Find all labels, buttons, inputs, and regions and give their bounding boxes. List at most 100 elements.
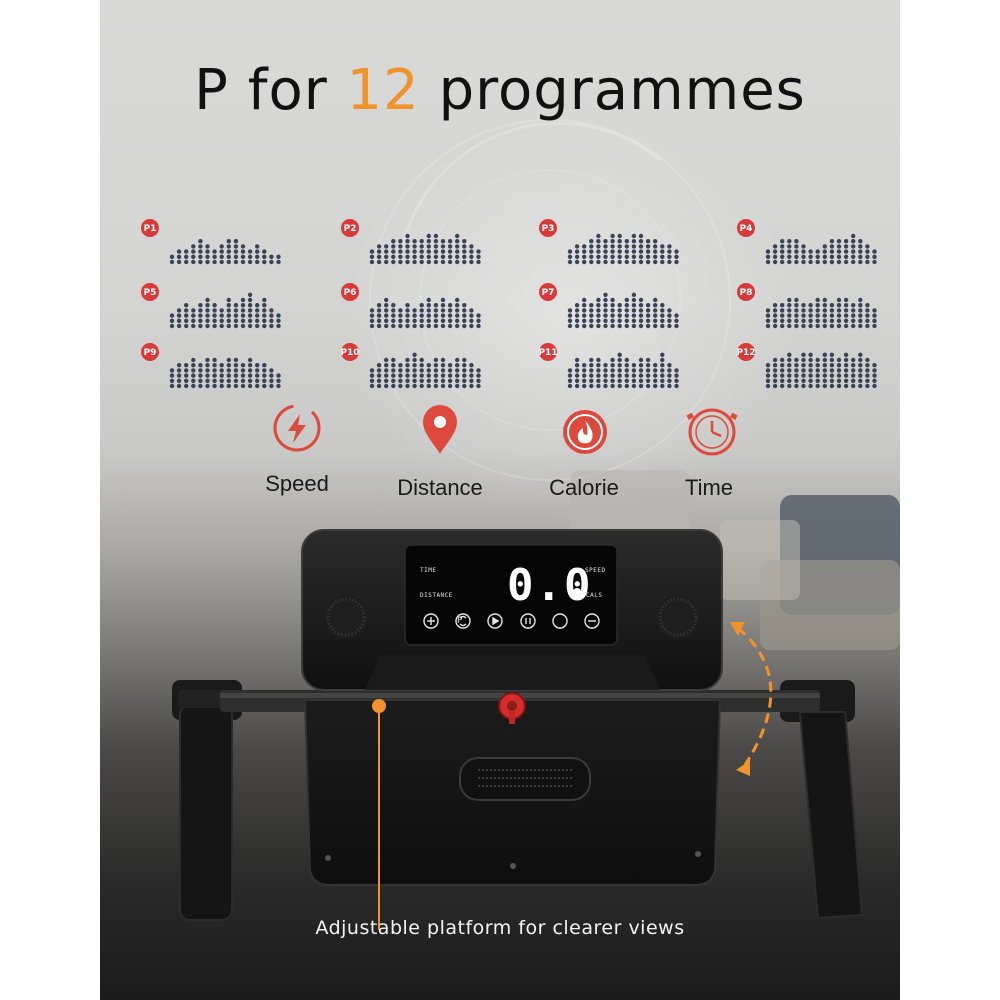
program-dot [405,357,410,363]
program-dot [836,259,842,265]
program-dot [596,239,601,244]
program-dot [469,318,474,323]
program-dot [808,373,813,378]
program-dot [610,249,615,254]
headline-suffix: programmes [419,58,806,123]
start-button[interactable] [487,613,503,629]
program-dot [801,363,806,368]
program-dot [858,259,863,265]
program-dot [843,259,849,265]
minus-button[interactable] [584,613,600,629]
program-dot [624,239,629,244]
lcd-label-speed: SPEED [585,567,606,574]
program-dot [184,249,189,254]
program-dot [419,318,424,323]
program-dot [255,318,260,323]
program-dot [405,318,410,323]
program-dot [872,368,877,373]
program-dot [851,308,856,313]
program-badge-label: P8 [740,288,753,298]
program-dot [822,378,827,383]
program-dot [384,313,389,318]
program-dot [829,318,835,323]
program-dot [398,383,403,389]
program-dot [419,373,424,378]
program-dot [419,244,424,249]
program-dot [398,308,403,313]
program-dot [582,383,587,389]
program-dot [212,363,217,368]
program-dot [255,303,260,308]
program-dot [476,254,481,259]
program-dot [240,259,246,265]
program-dot [801,368,806,373]
program-dot [645,383,651,389]
program-dot [822,373,827,378]
program-dot [631,303,637,308]
program-dot [787,357,792,363]
program-dot [440,259,446,265]
program-dot [765,368,771,373]
program-dot [398,244,403,249]
right-margin [900,0,1000,1000]
program-badge-label: P11 [538,348,557,358]
program-dot [233,378,239,383]
program-dot [405,233,410,239]
program-dot [440,357,446,363]
program-dot [369,249,375,254]
program-dot [419,254,424,259]
program-dot [772,323,778,329]
program-dot [624,313,629,318]
program-dot [772,244,778,249]
pause-button[interactable] [520,613,536,629]
program-dot [226,303,231,308]
program-dot [617,373,622,378]
program-dot [589,308,594,313]
plus-button[interactable] [423,613,439,629]
program-dot [638,357,644,363]
program-dot [262,368,267,373]
program-dot [455,303,460,308]
program-dot [772,373,778,378]
program-button[interactable] [552,613,568,629]
program-dot [574,357,580,363]
program-dot [247,373,253,378]
program-dot [369,378,375,383]
program-dot [872,363,877,368]
program-dot [589,323,594,329]
program-dot [801,303,806,308]
program-dot [419,357,424,363]
program-dot [255,254,260,259]
program-dot [815,303,820,308]
program-dot [391,357,396,363]
program-dot [843,373,849,378]
program-dot [567,383,573,389]
program-dot [765,378,771,383]
program-dot [808,318,813,323]
program-dot [603,249,608,254]
program-dot [843,323,849,329]
program-dot [829,239,835,244]
mode-button[interactable] [455,613,471,629]
program-dot [851,378,856,383]
program-dot [376,368,382,373]
left-speaker [324,595,368,639]
program-dot [624,363,629,368]
program-dot [269,323,274,329]
program-dot [765,383,771,389]
program-dot [808,254,813,259]
program-dot [247,297,253,303]
program-dot [653,244,658,249]
program-dot [794,259,799,265]
program-dot [660,244,665,249]
program-dot [219,373,224,378]
program-dot [865,373,870,378]
safety-key[interactable] [498,692,526,724]
program-dot [447,313,453,318]
program-dot [469,313,474,318]
program-badge [539,219,557,237]
program-dot [169,373,175,378]
program-dot [198,239,203,244]
program-dot [765,254,771,259]
program-dot [376,303,382,308]
